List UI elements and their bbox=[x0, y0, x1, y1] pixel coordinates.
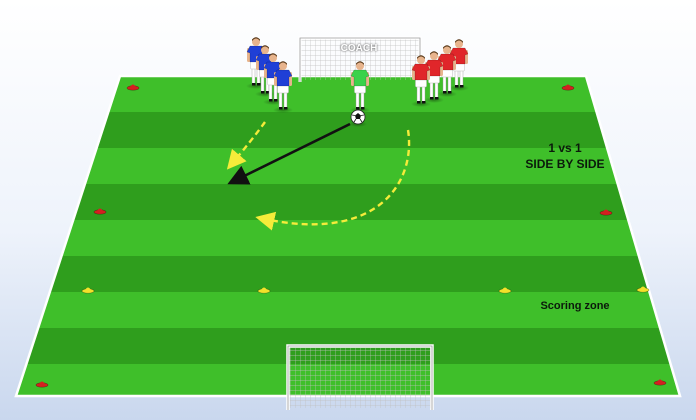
scoring-zone-label: Scoring zone bbox=[520, 300, 630, 312]
drill-title-line2: SIDE BY SIDE bbox=[500, 156, 630, 172]
pitch-stripe bbox=[0, 256, 696, 292]
bottom-goal bbox=[288, 346, 432, 410]
pitch-stripe bbox=[0, 184, 696, 220]
drill-title-line1: 1 vs 1 bbox=[500, 140, 630, 156]
coach-label: COACH bbox=[326, 43, 392, 54]
drill-title: 1 vs 1 SIDE BY SIDE bbox=[500, 140, 630, 172]
